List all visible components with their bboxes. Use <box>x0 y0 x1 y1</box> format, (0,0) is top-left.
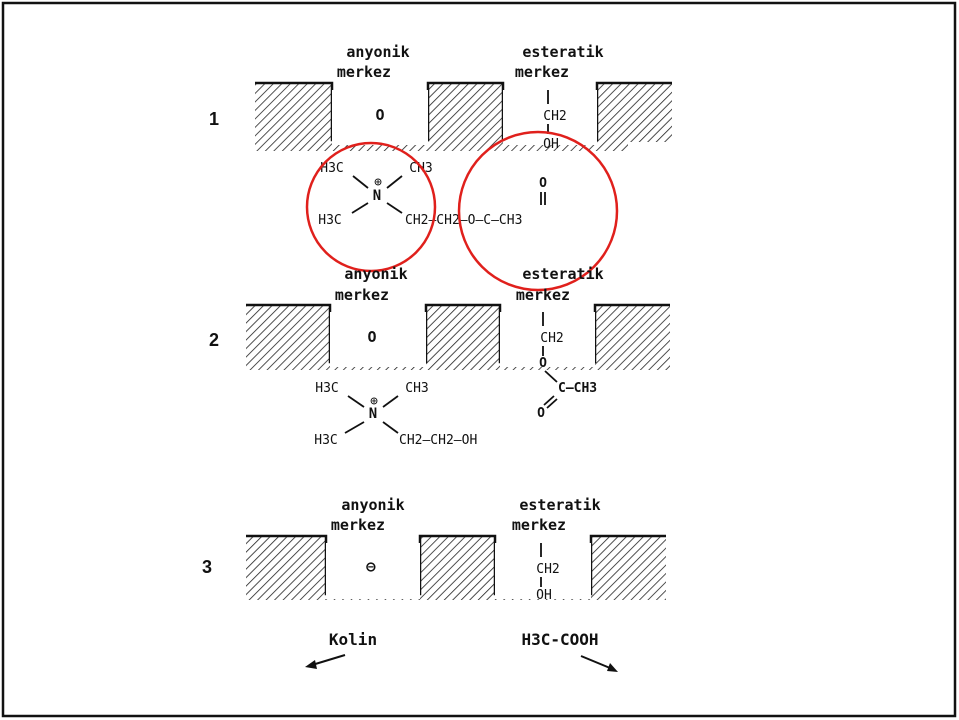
nitrogen-2: N <box>369 406 377 422</box>
nitrogen-1: N <box>373 188 381 204</box>
product-choline-label: Kolin <box>329 630 377 649</box>
anionic-center-label-line1: anyonik <box>344 265 407 283</box>
quaternary-charge-2: ⊕ <box>370 394 378 409</box>
choline-chain-2: CH2—CH2—OH <box>399 433 477 448</box>
step-number-3: 3 <box>202 557 212 577</box>
esteratic-center-label-line2: merkez <box>516 286 570 304</box>
products: Kolin H3C-COOH <box>305 630 618 672</box>
enzyme-surface-2 <box>246 305 670 370</box>
methyl-top-right-2: CH3 <box>405 381 428 396</box>
methyl-bottom-left-2: H3C <box>314 433 337 448</box>
ester-chain-1: CH2—CH2—O—C—CH3 <box>405 213 522 228</box>
methyl-top-left-1: H3C <box>320 161 343 176</box>
anionic-center-label-line2: merkez <box>331 516 385 534</box>
esteratic-center-label-line2: merkez <box>515 63 569 81</box>
esteratic-center-label-line1: esteratik <box>522 43 603 61</box>
step-number-2: 2 <box>209 330 219 350</box>
arrow-left-down-icon <box>305 660 317 669</box>
carbonyl-oxygen-1: O <box>539 176 547 191</box>
anionic-center-label-line1: anyonik <box>346 43 409 61</box>
acyl-carbon-2: C—CH3 <box>558 381 597 396</box>
anionic-center-label-line1: anyonik <box>341 496 404 514</box>
anionic-center-label-line2: merkez <box>335 286 389 304</box>
esteratic-center-label-line1: esteratik <box>519 496 600 514</box>
methyl-top-left-2: H3C <box>315 381 338 396</box>
anionic-pocket-1: O <box>375 106 384 124</box>
highlight-circle-quaternary-ammonium <box>305 141 437 273</box>
esteratic-ch2-1: CH2 <box>543 109 566 124</box>
highlight-circle-ester-group <box>457 130 619 292</box>
esteratic-center-label-line1: esteratik <box>522 265 603 283</box>
step-number-1: 1 <box>209 109 219 129</box>
anionic-pocket-2: O <box>367 328 376 346</box>
esteratic-ch2-2: CH2 <box>540 331 563 346</box>
product-acetic-acid-label: H3C-COOH <box>521 630 598 649</box>
step-1: anyonik merkez esteratik merkez 1 O CH2 … <box>209 43 672 292</box>
esteratic-oh-3: OH <box>536 588 552 603</box>
quaternary-charge-1: ⊕ <box>374 175 382 190</box>
esteratic-center-label-line2: merkez <box>512 516 566 534</box>
enzyme-surface-1 <box>255 83 672 151</box>
anionic-pocket-3: ⊖ <box>366 557 376 576</box>
anionic-center-label-line2: merkez <box>337 63 391 81</box>
serine-oxygen-2: O <box>539 356 547 371</box>
methyl-bottom-left-1: H3C <box>318 213 341 228</box>
acyl-oxygen-2: O <box>537 406 545 421</box>
arrow-right-down-icon <box>607 663 618 672</box>
esteratic-ch2-3: CH2 <box>536 562 559 577</box>
step-3: anyonik merkez esteratik merkez 3 ⊖ CH2 … <box>202 496 666 603</box>
step-2: anyonik merkez esteratik merkez 2 O CH2 … <box>209 265 670 448</box>
esteratic-oh-1: OH <box>543 137 559 152</box>
enzyme-surface-3 <box>246 536 666 600</box>
